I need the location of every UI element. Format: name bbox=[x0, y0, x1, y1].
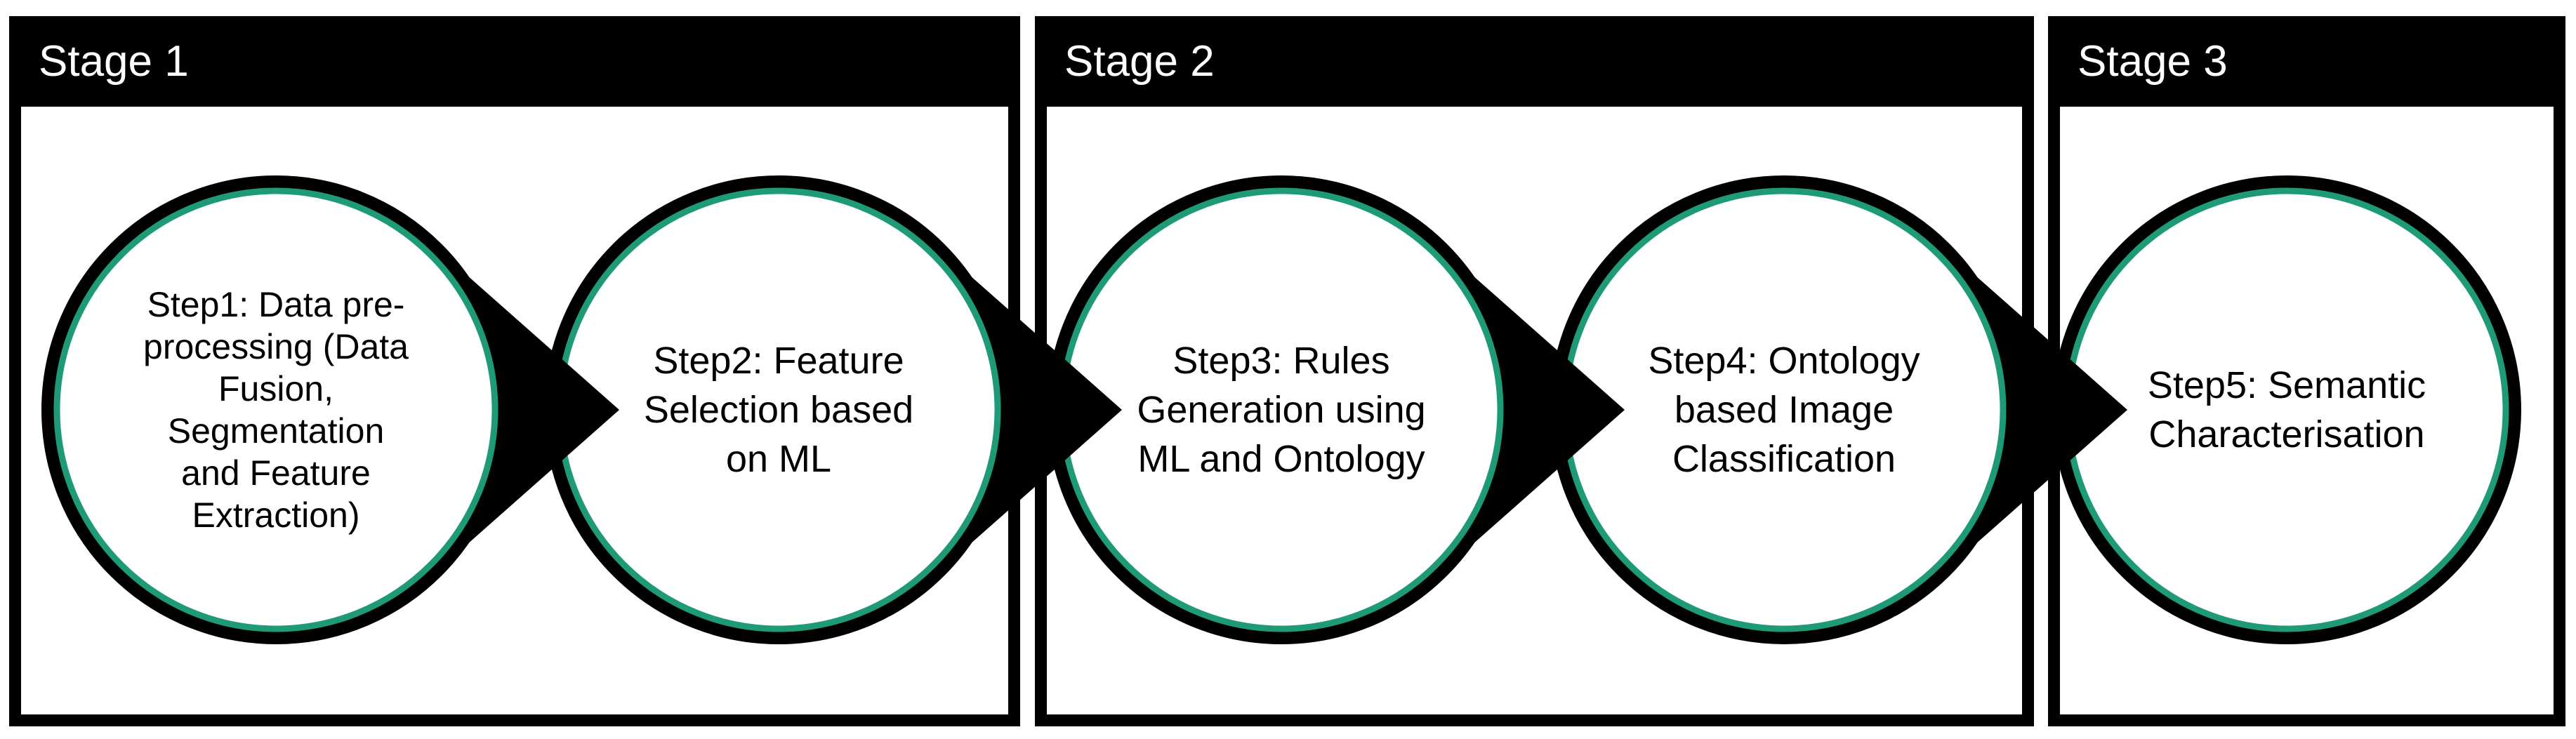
step-3-text: Step3: Rules Generation using ML and Ont… bbox=[1137, 340, 1426, 480]
step-5-text: Step5: Semantic Characterisation bbox=[2147, 364, 2426, 455]
arrow-step3-to-step4 bbox=[1394, 206, 1625, 614]
step-1-green-ring bbox=[53, 187, 498, 632]
stage-1-label: Stage 1 bbox=[39, 37, 189, 86]
step-2-text: Step2: Feature Selection based on ML bbox=[643, 340, 914, 480]
step-5-circle bbox=[2052, 175, 2521, 644]
step-4-text: Step4: Ontology based Image Classificati… bbox=[1648, 340, 1920, 480]
arrow-step4-to-step5 bbox=[1896, 206, 2127, 614]
stage-3-label: Stage 3 bbox=[2078, 37, 2228, 86]
step-1-circle-outline bbox=[41, 175, 510, 644]
arrow-step1-to-step2 bbox=[388, 206, 619, 614]
arrow-step2-to-step3 bbox=[891, 206, 1122, 614]
step-1-text: Step1: Data pre- processing (Data Fusion… bbox=[143, 285, 409, 535]
step-1-circle bbox=[41, 175, 510, 644]
stage-2-label: Stage 2 bbox=[1064, 37, 1215, 86]
